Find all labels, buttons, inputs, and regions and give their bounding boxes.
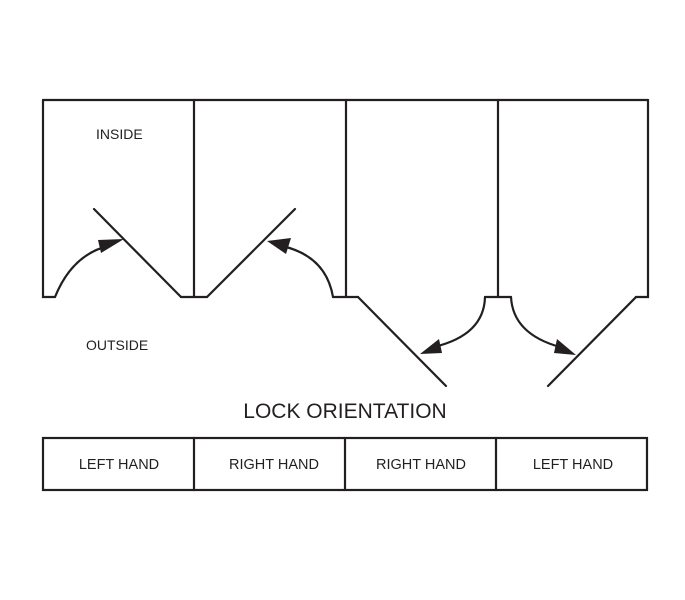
outside-label: OUTSIDE: [86, 337, 148, 353]
inside-label: INSIDE: [96, 126, 143, 142]
door-leaf: [92, 207, 183, 299]
stall-walls: [41, 98, 650, 299]
swing-arrow-icon: [554, 339, 576, 355]
swing-arc: [432, 295, 487, 349]
swing-arc: [280, 244, 335, 299]
swing-arrow-icon: [98, 239, 124, 253]
table-cell-3: RIGHT HAND: [376, 457, 466, 473]
door-leaf: [205, 207, 297, 299]
right-wall: [634, 98, 650, 299]
door-leaf: [356, 295, 448, 388]
door-2: [205, 207, 335, 299]
left-wall: [41, 98, 57, 299]
table-cell-1: LEFT HAND: [79, 457, 159, 473]
door-4: [509, 295, 638, 388]
swing-arrow-icon: [420, 339, 442, 354]
swing-arrow-icon: [267, 238, 291, 254]
door-leaf: [546, 295, 638, 388]
table-cell-4: LEFT HAND: [533, 457, 613, 473]
orientation-table: LEFT HAND RIGHT HAND RIGHT HAND LEFT HAN…: [41, 436, 649, 492]
table-cell-2: RIGHT HAND: [229, 457, 319, 473]
swing-arc: [53, 244, 110, 299]
door-3: [356, 295, 487, 388]
swing-arc: [509, 295, 562, 349]
door-1: [53, 207, 183, 299]
lock-orientation-title: LOCK ORIENTATION: [243, 400, 446, 423]
